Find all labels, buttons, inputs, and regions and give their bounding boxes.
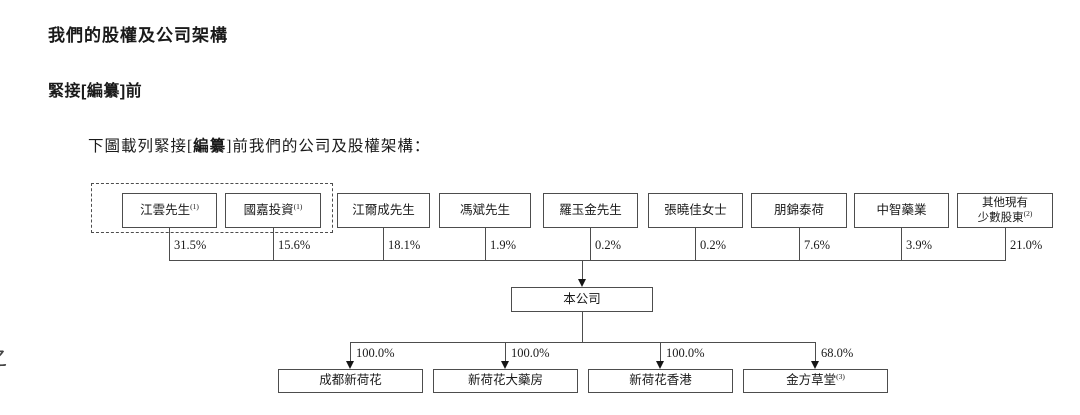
shareholder-name-text: 中智藥業 (876, 202, 927, 217)
shareholder-box-jiang-yun: 江雲先生(1) (122, 193, 217, 228)
shareholder-name-text: 江雲先生 (140, 202, 191, 217)
connector-line (799, 228, 800, 260)
footnote-ref: (1) (190, 201, 199, 211)
connector-line (1005, 228, 1006, 260)
ownership-percent: 18.1% (388, 238, 421, 252)
ownership-percent: 68.0% (821, 346, 854, 360)
subsidiary-box-xinhehua-hongkong: 新荷花香港 (588, 369, 733, 393)
shareholder-name: 其他現有 少數股東(2) (978, 196, 1033, 225)
ownership-percent: 7.6% (804, 238, 831, 252)
shareholder-name-text: 馮斌先生 (459, 202, 510, 217)
connector-line (815, 342, 816, 361)
ownership-percent: 100.0% (666, 346, 705, 360)
connector-line (695, 228, 696, 260)
connector-line (169, 260, 1006, 261)
ownership-percent: 1.9% (490, 238, 517, 252)
intro-text: 下圖載列緊接[編纂]前我們的公司及股權架構： (88, 137, 430, 157)
subsidiary-box-xinhehua-pharmacy: 新荷花大藥房 (433, 369, 578, 393)
subsidiary-name: 成都新荷花 (319, 373, 382, 389)
shareholder-box-feng-bin: 馮斌先生 (439, 193, 531, 228)
subsidiary-name-text: 成都新荷花 (319, 373, 382, 388)
shareholder-name: 江雲先生(1) (140, 201, 199, 219)
subsidiary-name: 新荷花香港 (629, 373, 692, 389)
connector-line (383, 228, 384, 260)
company-box: 本公司 (511, 287, 653, 312)
shareholder-name-text: 羅玉金先生 (559, 202, 622, 217)
arrow-down-icon (501, 361, 509, 369)
ownership-percent: 100.0% (511, 346, 550, 360)
ownership-percent: 0.2% (700, 238, 727, 252)
section-subtitle: 緊接[編纂]前 (48, 83, 143, 100)
ownership-percent: 21.0% (1010, 238, 1043, 252)
ownership-percent: 15.6% (278, 238, 311, 252)
shareholder-name: 中智藥業 (876, 203, 926, 219)
connector-line (582, 260, 583, 280)
shareholder-name: 羅玉金先生 (559, 203, 622, 219)
ownership-percent: 3.9% (906, 238, 933, 252)
shareholder-box-luo-yujin: 羅玉金先生 (543, 193, 638, 228)
shareholder-name-text: 其他現有 少數股東 (977, 197, 1028, 224)
shareholder-name-text: 國嘉投資 (243, 202, 294, 217)
intro-text-post: ]前我們的公司及股權架構： (226, 138, 431, 155)
shareholder-box-other-minority: 其他現有 少數股東(2) (957, 193, 1053, 228)
shareholder-name-text: 朋錦泰荷 (773, 202, 824, 217)
footnote-ref: (2) (1023, 208, 1033, 218)
controlling-group-outline (91, 183, 333, 233)
shareholder-box-zhongzhi-pharma: 中智藥業 (854, 193, 949, 228)
shareholder-name-text: 江爾成先生 (352, 202, 415, 217)
connector-line (350, 342, 351, 361)
connector-line (505, 342, 506, 361)
connector-line (660, 342, 661, 361)
connector-line (582, 312, 583, 342)
shareholder-name: 國嘉投資(1) (243, 201, 303, 219)
footnote-ref: (1) (293, 201, 303, 211)
shareholder-name: 朋錦泰荷 (774, 203, 824, 219)
connector-line (273, 228, 274, 260)
connector-line (485, 228, 486, 260)
footnote-ref: (3) (836, 372, 845, 382)
intro-text-pre: 下圖載列緊接[ (88, 138, 194, 155)
subsidiary-box-chengdu-xinhehua: 成都新荷花 (278, 369, 423, 393)
shareholder-name: 張曉佳女士 (664, 203, 727, 219)
arrow-down-icon (656, 361, 664, 369)
subsidiary-box-jinfang-caotang: 金方草堂(3) (743, 369, 888, 393)
ownership-percent: 100.0% (356, 346, 395, 360)
connector-line (901, 228, 902, 260)
connector-line (590, 228, 591, 260)
connector-line (169, 228, 170, 260)
arrow-down-icon (578, 279, 586, 287)
ownership-percent: 31.5% (174, 238, 207, 252)
shareholder-box-pengjin-taihe: 朋錦泰荷 (751, 193, 847, 228)
company-name: 本公司 (563, 291, 601, 306)
subsidiary-name: 新荷花大藥房 (468, 373, 543, 389)
ownership-percent: 0.2% (595, 238, 622, 252)
shareholder-box-guojia-investment: 國嘉投資(1) (225, 193, 321, 228)
shareholder-name: 馮斌先生 (460, 203, 510, 219)
edge-partial-glyph: 之 (0, 340, 7, 372)
subsidiary-name-text: 金方草堂 (786, 373, 837, 388)
arrow-down-icon (811, 361, 819, 369)
shareholder-box-zhang-xiaojia: 張曉佳女士 (648, 193, 743, 228)
subsidiary-name-text: 新荷花大藥房 (467, 373, 543, 388)
shareholder-name-text: 張曉佳女士 (664, 202, 727, 217)
page-title: 我們的股權及公司架構 (48, 26, 228, 45)
subsidiary-name: 金方草堂(3) (786, 373, 845, 389)
arrow-down-icon (346, 361, 354, 369)
shareholder-box-jiang-ercheng: 江爾成先生 (337, 193, 430, 228)
shareholder-name: 江爾成先生 (352, 203, 415, 219)
intro-text-redaction: 編纂 (193, 138, 227, 155)
subsidiary-name-text: 新荷花香港 (629, 373, 692, 388)
connector-line (350, 342, 816, 343)
